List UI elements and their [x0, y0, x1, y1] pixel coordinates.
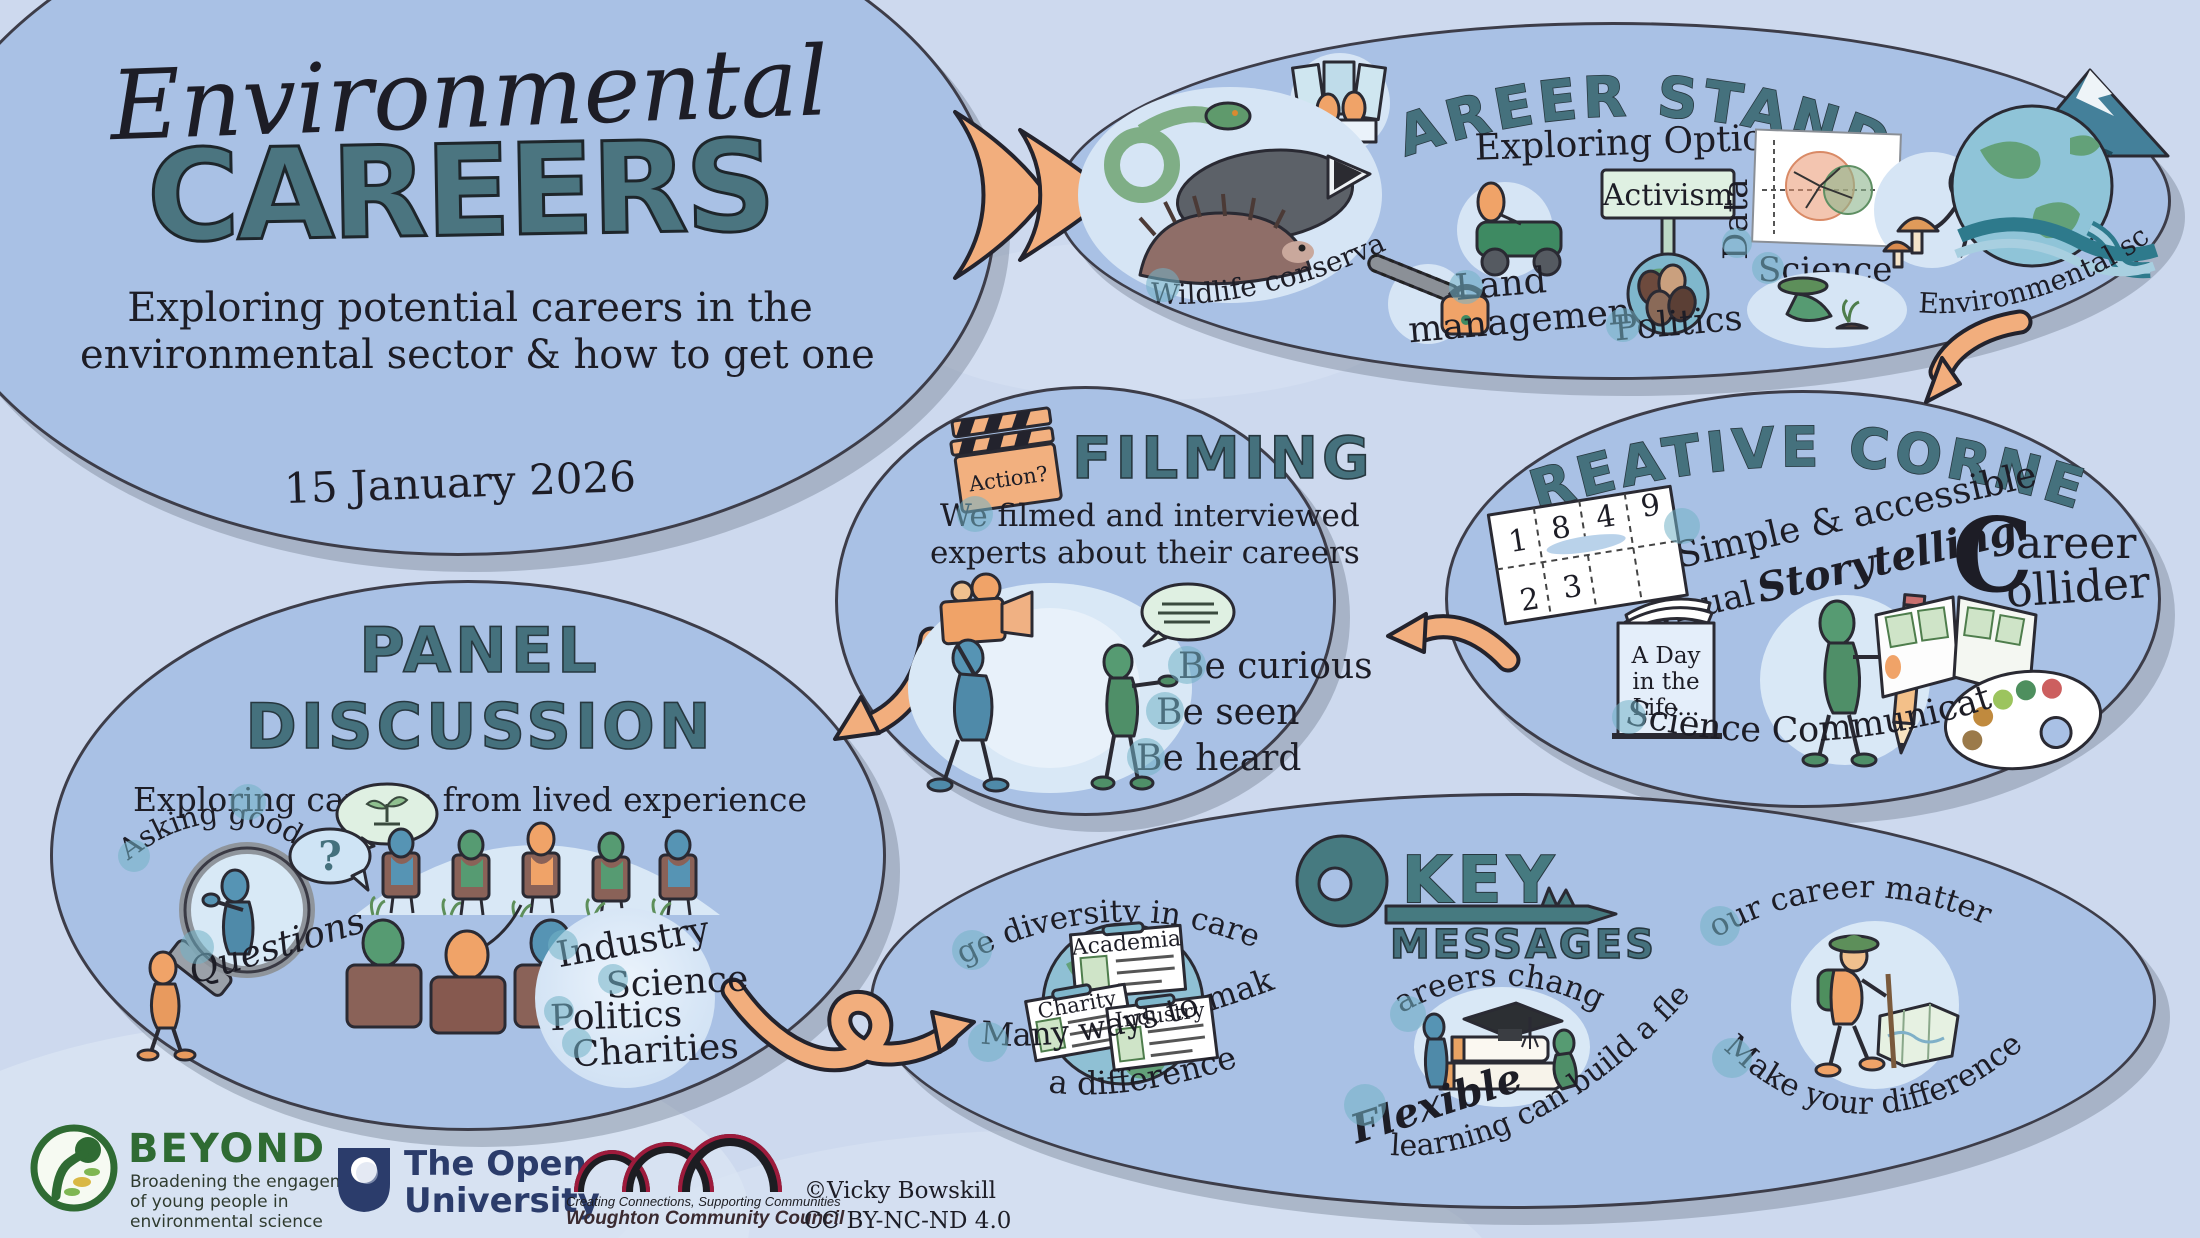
arrow-creative-to-filming [1386, 612, 1521, 673]
activism-icon: Activism [1600, 168, 1736, 336]
accent-dot [968, 1022, 1008, 1062]
key-word: KEY [1402, 844, 1560, 918]
career-collider-top: areer [2016, 518, 2137, 569]
svg-text:learning can build a flexible: learning can build a flexible career [1368, 938, 1697, 1164]
beyond-tagline-line1: Broadening the engagement [130, 1172, 375, 1192]
panel-scene-illustration [345, 821, 720, 1035]
woughton-name: Woughton Community Council [566, 1208, 845, 1229]
credit-line1: ©Vicky Bowskill [804, 1178, 996, 1204]
accent-dot [180, 930, 214, 964]
accent-dot [1168, 646, 1206, 684]
arrow-career-stands-to-creative [1924, 309, 2033, 404]
filming-desc-line2: experts about their careers [930, 535, 1360, 571]
svg-text:A Day: A Day [1630, 643, 1700, 669]
gardener-icon [1747, 272, 1907, 348]
accent-dot [1700, 906, 1740, 946]
accent-dot [957, 496, 993, 532]
woughton-tagline: Creating Connections, Supporting Communi… [566, 1194, 841, 1209]
credit-line2: CC BY-NC-ND 4.0 [804, 1208, 1012, 1234]
key-icon: KEY [1295, 834, 1618, 928]
title-subtitle-line2: environmental sector & how to get one [80, 332, 875, 378]
key-message-1-bottom-line2: a difference [1047, 1038, 1240, 1103]
earth-globe-icon [1950, 68, 2170, 279]
data-science-chart-icon [1751, 128, 1902, 248]
accent-dot [1722, 228, 1752, 258]
key-message-3-bottom: Make your difference! [1712, 997, 2029, 1122]
accent-dot [1752, 252, 1784, 284]
accent-dot [1612, 700, 1646, 734]
career-collider-initial: C [1952, 496, 2034, 616]
speech-bubbles-icon: ? [288, 782, 439, 892]
environmental-science-label: Environmental science [1899, 206, 2155, 320]
panel-heading-line1: PANEL [358, 613, 601, 688]
ou-logo-line2: University [404, 1181, 600, 1221]
accent-dot [952, 930, 992, 970]
arrow-panel-to-key-messages [720, 977, 976, 1073]
accent-dot [230, 784, 266, 820]
creative-footer-label: for Science Communication [1594, 649, 1996, 751]
accent-dot [548, 930, 578, 960]
beyond-tagline-line2: of young people in [130, 1192, 289, 1212]
land-management-icon [1457, 181, 1563, 278]
arrow-title-to-career-stands [953, 110, 1115, 280]
graduation-books-icon [1414, 987, 1590, 1107]
sector-charities: Charities [571, 1025, 740, 1076]
accent-dot [118, 840, 150, 872]
accent-dot [1664, 508, 1700, 544]
title-main: CAREERS [144, 111, 775, 272]
accent-dot [1146, 268, 1180, 302]
filming-desc-line1: We filmed and interviewed [940, 498, 1360, 534]
comic-and-palette-icon [1874, 595, 2103, 771]
globe-careers-cards-icon: Academia Charity Industry [1024, 921, 1220, 1086]
accent-dot [562, 1028, 592, 1058]
title-subtitle-line1: Exploring potential careers in the [127, 285, 813, 331]
key-message-2-bottom: learning can build a flexible career [1368, 938, 1697, 1164]
beyond-logo-name: BEYOND [128, 1126, 327, 1172]
accent-dot [1449, 270, 1483, 304]
accent-dot [1344, 1084, 1386, 1126]
beyond-tagline-line3: environmental science [130, 1212, 323, 1232]
accent-dot [598, 964, 628, 994]
beyond-logo-icon [30, 1124, 118, 1212]
messages-word: MESSAGES [1389, 921, 1657, 969]
accent-dot [1127, 738, 1165, 776]
filming-heading: FILMING [1071, 423, 1374, 493]
filming-bullet-1: Be curious [1178, 646, 1373, 687]
open-university-logo-icon [338, 1148, 390, 1212]
question-mark-label: ? [318, 833, 341, 880]
accent-dot [1712, 1038, 1752, 1078]
accent-dot [1606, 308, 1640, 342]
accent-dot [544, 996, 574, 1026]
wildlife-illustration [1078, 87, 1382, 303]
panel-heading-line2: DISCUSSION [245, 689, 715, 764]
ou-logo-line1: The Open [404, 1144, 587, 1184]
svg-text:in the: in the [1632, 669, 1699, 695]
accent-dot [1390, 996, 1426, 1032]
clapperboard-icon: Action? [949, 406, 1063, 514]
hiker-map-icon [1791, 921, 1960, 1089]
activism-sign-label: Activism [1602, 178, 1734, 213]
accent-dot [1146, 692, 1184, 730]
filming-scene-illustration [908, 572, 1236, 793]
woughton-logo-icon [574, 1134, 782, 1192]
